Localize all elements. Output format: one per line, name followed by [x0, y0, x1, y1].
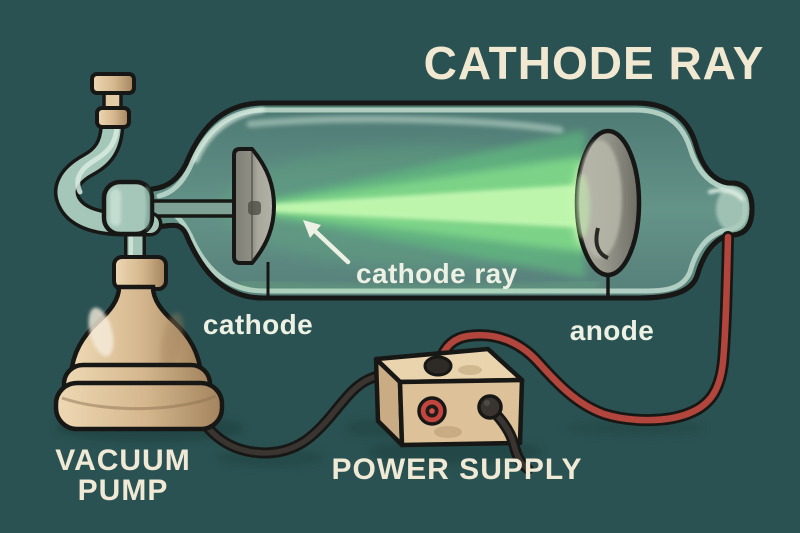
- vacuum-pump-label-line2: PUMP: [78, 474, 169, 507]
- pump-plunger-knob: [90, 72, 136, 129]
- positive-terminal: [417, 396, 447, 426]
- glass-top-reflection: [246, 115, 564, 134]
- pump-bell-highlight: [88, 307, 114, 357]
- pump-base-lower: [53, 380, 225, 432]
- box-top-shade: [458, 365, 482, 375]
- beam-label: cathode ray: [356, 258, 518, 289]
- anode-label: anode: [570, 315, 654, 346]
- cathode-rod-tip: [248, 201, 261, 215]
- pump-collar: [112, 255, 168, 291]
- vacuum-pump: [53, 255, 225, 432]
- beam-arrowhead: [303, 220, 321, 238]
- page-title: CATHODE RAY: [424, 37, 765, 89]
- box-front-shade: [434, 426, 462, 438]
- glass-dome-reflection: [193, 107, 265, 163]
- s-pipe-highlight: [75, 121, 120, 195]
- glass-nub-reflection: [708, 188, 744, 201]
- beam-impact-glow: [574, 174, 590, 238]
- pump-base-ring-line: [61, 394, 217, 411]
- negative-terminal: [477, 394, 503, 420]
- power-supply-label: POWER SUPPLY: [332, 453, 583, 486]
- anode-disc: [574, 128, 642, 278]
- knob-cap: [90, 72, 136, 95]
- black-wire: [187, 371, 385, 456]
- pump-bell-shade: [160, 312, 184, 368]
- cathode-label: cathode: [203, 309, 313, 340]
- neck-socket: [101, 179, 155, 237]
- beam-callout: cathode ray: [303, 220, 518, 289]
- plug-wire: [489, 407, 531, 472]
- wire-grommet: [423, 355, 453, 377]
- vacuum-pump-label-line1: VACUUM: [55, 444, 190, 477]
- red-wire: [436, 233, 732, 424]
- power-supply-box: [373, 346, 534, 475]
- knob-collar: [95, 106, 131, 129]
- beam-arrow: [312, 228, 351, 265]
